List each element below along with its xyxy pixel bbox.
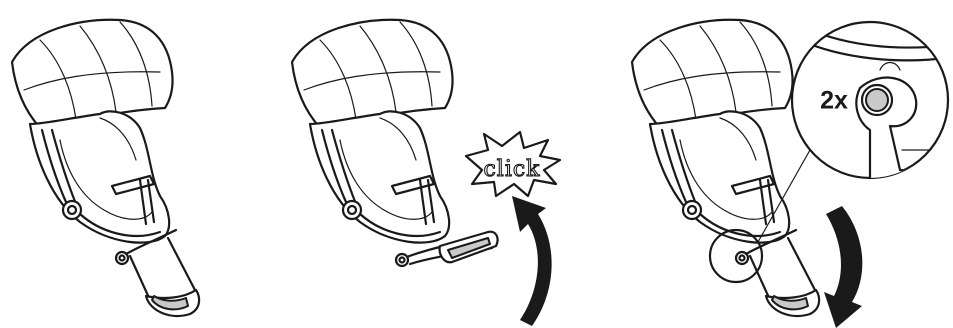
zoom-callout: 2x [792, 22, 953, 200]
click-burst: click [466, 132, 560, 196]
step-3-seat: 2x [632, 20, 953, 328]
release-button-icon [866, 89, 888, 111]
press-count-label: 2x [820, 87, 848, 115]
step-2-seat: click [292, 20, 560, 326]
arrow-up-icon [512, 196, 552, 326]
click-label: click [483, 157, 540, 182]
step-1-seat [12, 20, 199, 316]
arrow-down-icon [824, 206, 862, 328]
